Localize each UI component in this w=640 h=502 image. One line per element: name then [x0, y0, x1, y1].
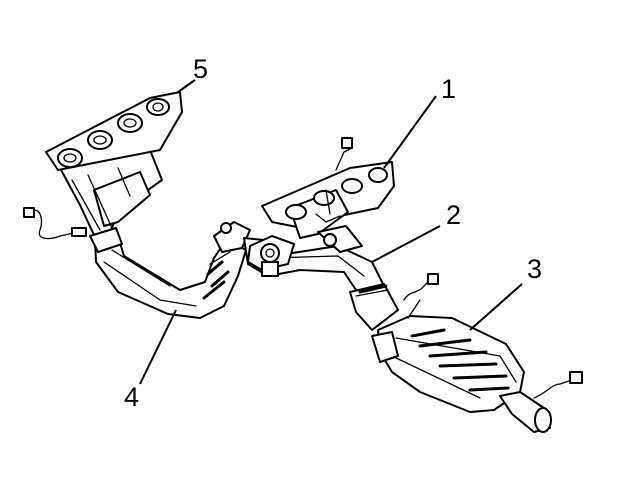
callout-5: 5: [193, 54, 208, 84]
callout-3: 3: [527, 254, 542, 284]
catalytic-converter-icon: [349, 273, 583, 433]
leader-line-2: [371, 225, 441, 263]
callout-2: 2: [446, 200, 461, 230]
leader-line-1: [383, 95, 437, 169]
rear-exhaust-manifold-icon: [261, 137, 395, 239]
leader-line-5: [177, 79, 196, 93]
crossover-pipe-icon: [243, 225, 385, 297]
front-exhaust-manifold-icon: [23, 91, 183, 240]
callout-4: 4: [124, 382, 139, 412]
callout-1: 1: [441, 74, 456, 104]
front-exhaust-pipe-icon: [89, 221, 251, 319]
leader-line-3: [469, 283, 523, 331]
leader-line-4: [139, 309, 177, 385]
